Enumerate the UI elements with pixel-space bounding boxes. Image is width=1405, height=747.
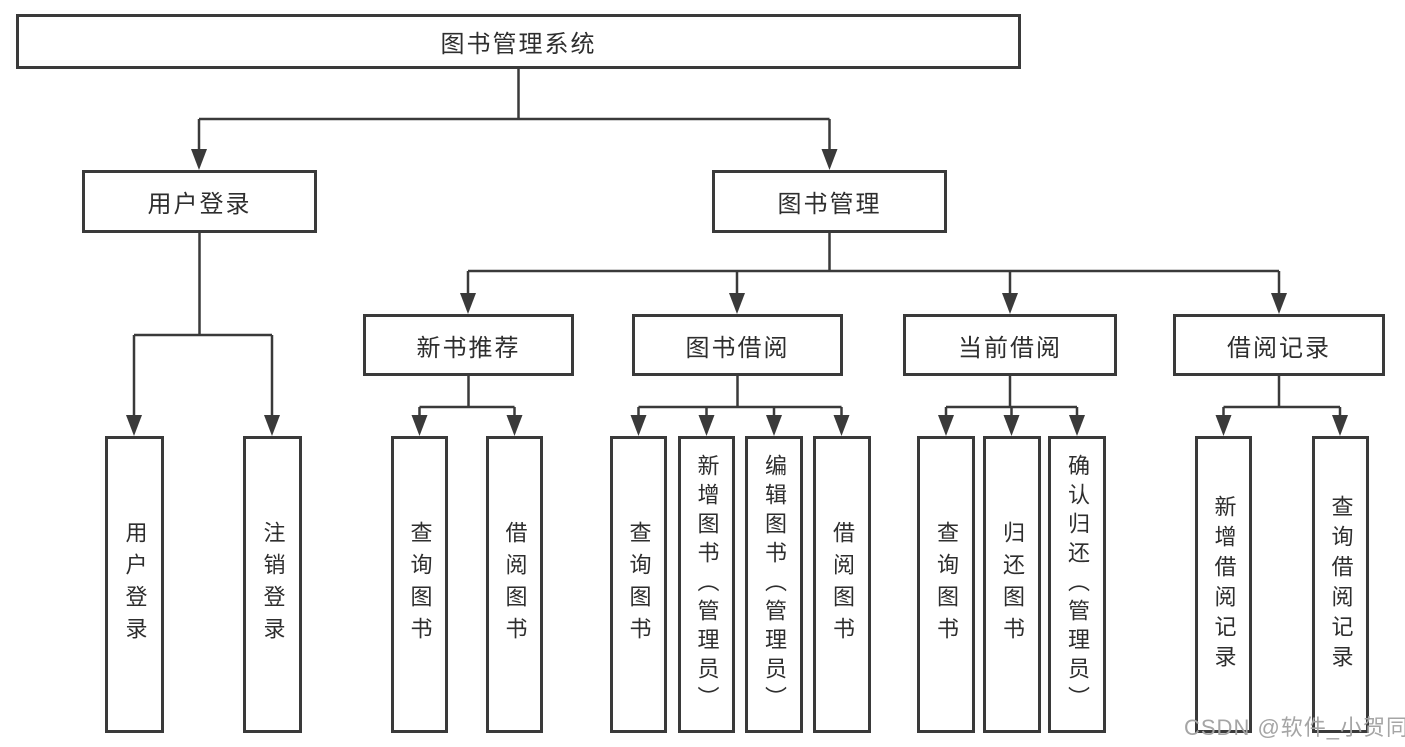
leaf-query-books-recommend: 查询图书 (391, 436, 448, 733)
node-label: 新增图书（管理员） (694, 454, 720, 715)
node-label: 用户登录 (122, 520, 148, 649)
node-label: 借阅记录 (1227, 334, 1331, 362)
leaf-user-login: 用户登录 (105, 436, 164, 733)
node-label: 借阅图书 (502, 520, 528, 649)
node-label: 查询借阅记录 (1328, 494, 1354, 675)
node-new-book-recommendation: 新书推荐 (363, 314, 574, 376)
node-label: 查询图书 (934, 520, 959, 649)
node-label: 注销登录 (260, 520, 286, 649)
node-borrowing-records: 借阅记录 (1173, 314, 1385, 376)
leaf-logout: 注销登录 (243, 436, 302, 733)
node-label: 图书借阅 (685, 334, 790, 362)
node-current-borrowing: 当前借阅 (903, 314, 1117, 376)
node-label: 图书管理系统 (440, 31, 597, 58)
node-label: 用户登录 (147, 191, 252, 218)
leaf-query-books-borrowing: 查询图书 (610, 436, 667, 733)
node-library-system: 图书管理系统 (16, 14, 1021, 69)
watermark: CSDN @软件_小贺同学 (1184, 715, 1405, 740)
leaf-add-books-admin: 新增图书（管理员） (678, 436, 735, 733)
leaf-edit-books-admin: 编辑图书（管理员） (745, 436, 803, 733)
node-label: 新增借阅记录 (1211, 494, 1237, 675)
node-book-management: 图书管理 (712, 170, 947, 233)
node-book-borrowing: 图书借阅 (632, 314, 843, 376)
node-label: 新书推荐 (416, 334, 521, 362)
node-label: 当前借阅 (958, 334, 1062, 362)
node-user-login: 用户登录 (82, 170, 317, 233)
leaf-add-borrow-record: 新增借阅记录 (1195, 436, 1252, 733)
leaf-return-books: 归还图书 (983, 436, 1041, 733)
node-label: 确认归还（管理员） (1065, 454, 1090, 715)
leaf-borrow-books-recommend: 借阅图书 (486, 436, 543, 733)
node-label: 查询图书 (407, 520, 433, 649)
leaf-query-books-current: 查询图书 (917, 436, 975, 733)
leaf-confirm-return-admin: 确认归还（管理员） (1048, 436, 1106, 733)
node-label: 查询图书 (626, 520, 652, 649)
node-label: 归还图书 (1000, 520, 1025, 649)
leaf-query-borrow-record: 查询借阅记录 (1312, 436, 1369, 733)
leaf-borrow-books-borrowing: 借阅图书 (813, 436, 871, 733)
node-label: 编辑图书（管理员） (762, 454, 787, 715)
node-label: 图书管理 (777, 191, 882, 218)
node-label: 借阅图书 (830, 520, 855, 649)
